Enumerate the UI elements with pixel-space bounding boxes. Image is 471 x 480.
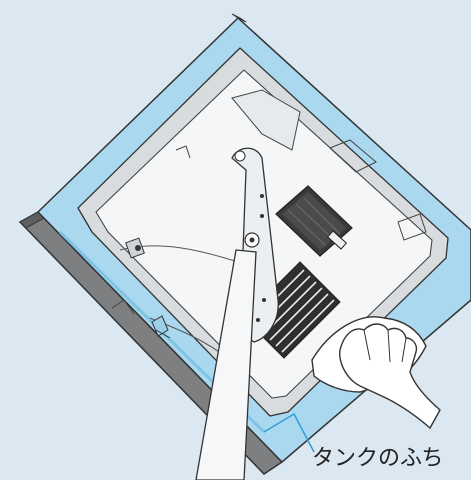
callout-label-tank-rim: タンクのふち [312, 446, 443, 472]
